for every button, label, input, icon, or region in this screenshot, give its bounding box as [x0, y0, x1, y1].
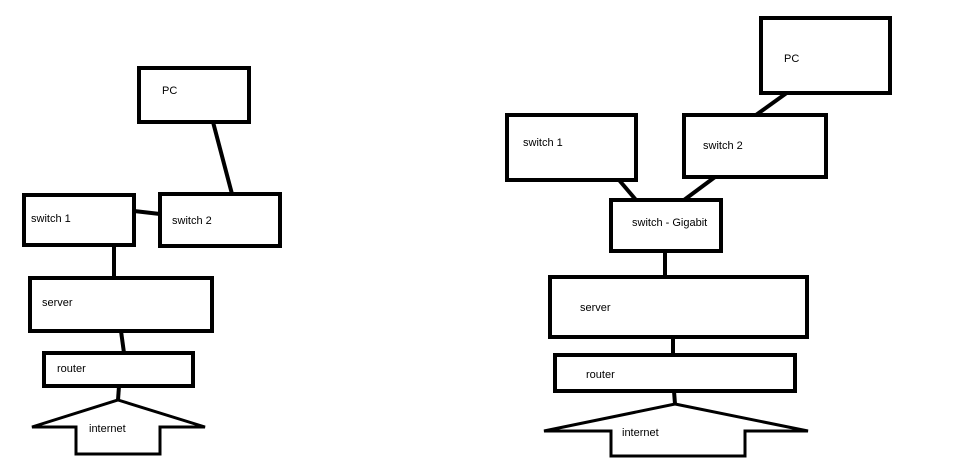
switch2-label: switch 2 — [172, 215, 212, 227]
switch1-label: switch 1 — [523, 137, 563, 149]
server-node: server — [28, 276, 214, 333]
pc-node: PC — [137, 66, 251, 124]
diagram-before: PC switch 1 switch 2 server router inter… — [22, 66, 282, 456]
internet-node: internet — [31, 398, 206, 456]
switch-gigabit-node: switch - Gigabit — [609, 198, 723, 253]
internet-node: internet — [543, 402, 809, 458]
server-node: server — [548, 275, 809, 339]
switch2-label: switch 2 — [703, 140, 743, 152]
link-pc-switch2 — [754, 90, 790, 117]
pc-label: PC — [784, 53, 799, 65]
router-node: router — [553, 353, 797, 393]
switch2-node: switch 2 — [158, 192, 282, 248]
router-node: router — [42, 351, 195, 388]
internet-label: internet — [89, 423, 126, 435]
link-switch2-switch-gigabit — [682, 175, 717, 202]
pc-label: PC — [162, 85, 177, 97]
router-label: router — [586, 369, 615, 381]
link-server-router — [119, 330, 126, 354]
internet-arrow-icon — [543, 402, 809, 458]
link-pc-switch2 — [211, 121, 234, 195]
link-switch1-switch-gigabit — [617, 178, 638, 202]
switch1-node: switch 1 — [505, 113, 638, 182]
internet-label: internet — [622, 427, 659, 439]
server-label: server — [580, 302, 611, 314]
switch1-node: switch 1 — [22, 193, 136, 247]
switch1-label: switch 1 — [31, 213, 71, 225]
diagram-after: PC switch 1 switch 2 switch - Gigabit se… — [505, 16, 892, 458]
link-router-internet — [672, 390, 677, 405]
server-label: server — [42, 297, 73, 309]
pc-node: PC — [759, 16, 892, 95]
switch2-node: switch 2 — [682, 113, 828, 179]
link-switch1-switch2 — [133, 209, 161, 216]
internet-arrow-icon — [31, 398, 206, 456]
router-label: router — [57, 363, 86, 375]
switch-gigabit-label: switch - Gigabit — [632, 217, 707, 229]
link-router-internet — [116, 385, 121, 401]
